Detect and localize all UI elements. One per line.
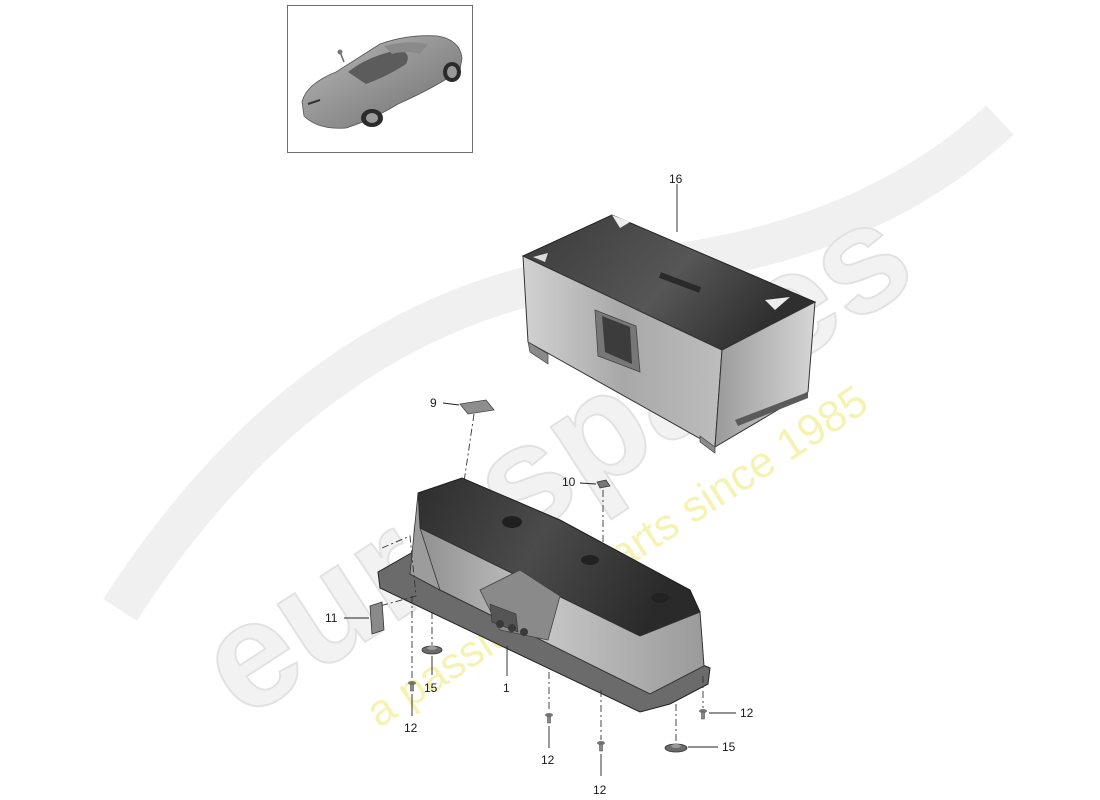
vehicle-thumbnail xyxy=(287,5,473,153)
callout-16: 16 xyxy=(669,172,683,186)
callout-11: 11 xyxy=(325,611,338,625)
bracket-part-11 xyxy=(369,601,385,635)
mount-part-15-left xyxy=(421,645,443,655)
cover-box-part-16 xyxy=(521,214,817,454)
callout-12-mid: 12 xyxy=(541,753,555,767)
screw-part-12-left xyxy=(408,681,416,692)
tray-bracket-outline xyxy=(379,535,417,607)
screw-part-12-lower xyxy=(597,741,605,752)
callout-12-lower: 12 xyxy=(593,783,607,797)
leader-10 xyxy=(579,482,597,485)
callout-1: 1 xyxy=(503,681,510,695)
pad-part-9 xyxy=(459,399,495,415)
callout-9: 9 xyxy=(430,396,437,410)
sports-car-icon xyxy=(301,35,463,129)
leader-9 xyxy=(442,402,460,406)
tray-part-1 xyxy=(377,477,711,713)
screw-part-12-right xyxy=(699,709,707,720)
callout-10: 10 xyxy=(562,475,576,489)
callout-15-left: 15 xyxy=(424,681,438,695)
callout-12-right: 12 xyxy=(740,706,754,720)
callout-12-left: 12 xyxy=(404,721,418,735)
callout-15-right: 15 xyxy=(722,740,736,754)
centerline-9 xyxy=(463,413,475,483)
clip-part-10 xyxy=(596,479,611,489)
mount-part-15-right xyxy=(664,743,688,753)
screw-part-12-mid xyxy=(545,713,553,724)
